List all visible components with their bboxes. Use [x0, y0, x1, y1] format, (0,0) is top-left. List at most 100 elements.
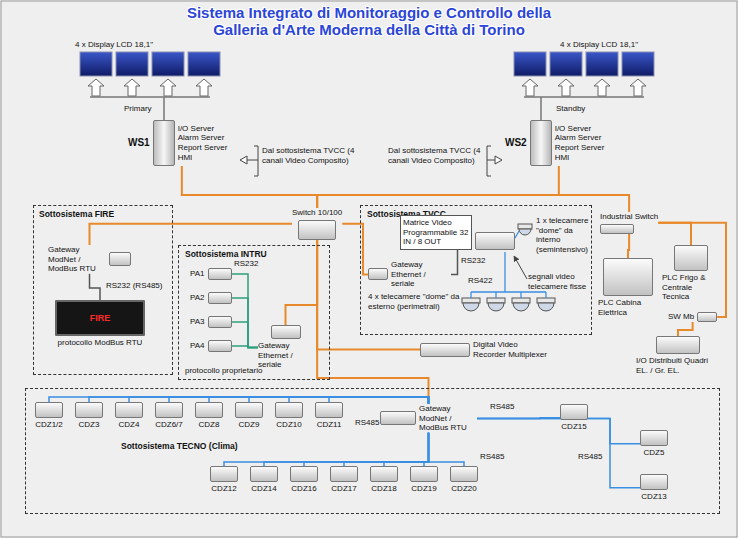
video-matrix: Matrice Video Programmabile 32 IN / 8 OU…	[400, 215, 515, 250]
network-switch: Industrial Switch	[600, 212, 658, 234]
node-label: CDZ14	[251, 484, 276, 494]
video-signal-arrow	[514, 256, 527, 279]
serial-link	[90, 274, 101, 300]
node-label: Sottosistema TECNO (Clima)	[121, 441, 238, 451]
lcd-display	[116, 52, 148, 76]
node-label: CDZ6/7	[155, 420, 183, 430]
node-label: CDZ17	[331, 484, 356, 494]
air-unit: CDZ20	[450, 466, 478, 494]
annotation-label: RS232	[234, 259, 258, 269]
io-device: I/O Distribuiti Quadri EL. / Gr. EL.	[636, 336, 720, 375]
serial-link	[232, 274, 258, 347]
device-icon	[420, 343, 470, 357]
node-label: CDZ9	[239, 420, 260, 430]
connector-label: RS232	[460, 256, 486, 266]
ethernet-link	[317, 195, 629, 212]
node-label: Industrial Switch	[600, 212, 658, 222]
device-icon	[656, 336, 700, 354]
ethernet-link	[342, 224, 368, 275]
workstation: WS2I/O Server Alarm Server Report Server…	[505, 120, 613, 166]
video-arrow	[558, 79, 574, 96]
node-label: Gateway ModNet / ModBus RTU	[48, 245, 106, 274]
serial-link	[477, 418, 640, 487]
ethernet-link	[182, 166, 317, 208]
alarm-device: PA2	[190, 292, 232, 304]
device-icon	[560, 404, 588, 420]
node-note: I/O Server Alarm Server Report Server HM…	[555, 124, 613, 162]
node-label: PA1	[190, 269, 205, 279]
node-label: CDZ4	[119, 420, 140, 430]
dome-camera	[513, 303, 529, 311]
annotation-label: protocollo proprietario	[185, 366, 262, 376]
annotation-label: RS485	[355, 418, 379, 428]
device-icon	[530, 120, 552, 166]
node-label: PA2	[190, 293, 205, 303]
device-icon	[208, 268, 232, 280]
alarm-device: PA1	[190, 268, 232, 280]
node-label: CDZ13	[641, 492, 666, 502]
device-icon	[208, 316, 232, 328]
annotation-label: RS485	[578, 452, 602, 462]
lcd-display	[550, 52, 582, 76]
dome-camera	[519, 229, 531, 235]
video-arrow	[522, 79, 538, 96]
gateway-device: Gateway ModNet / ModBus RTU	[380, 404, 477, 433]
serial-link	[289, 397, 429, 404]
device-icon	[290, 466, 318, 482]
annotation-label: 1 x telecamere "dome" da interno (semint…	[536, 216, 590, 254]
lcd-display	[586, 52, 618, 76]
fire-panel: FIREprotocollo ModBus RTU	[55, 300, 145, 348]
device-icon	[315, 402, 343, 418]
air-unit: CDZ5	[640, 430, 668, 458]
gateway-device: Gateway ModNet / ModBus RTU	[48, 245, 131, 274]
serial-link	[264, 433, 429, 466]
node-label: CDZ18	[371, 484, 396, 494]
node-label: I/O Distribuiti Quadri EL. / Gr. EL.	[636, 356, 720, 375]
annotation-label: RS485	[480, 452, 504, 462]
ethernet-link	[658, 223, 726, 317]
device-icon	[368, 268, 388, 280]
diagram-title: Sistema Integrato di Monitoraggio e Cont…	[184, 4, 554, 39]
device-icon	[195, 402, 223, 418]
node-label: PLC Cabina Elettrica	[598, 298, 658, 317]
video-arrow	[124, 79, 140, 96]
device-icon	[640, 474, 668, 490]
video-bracket	[247, 146, 258, 176]
plc-device: PLC Cabina Elettrica	[598, 258, 658, 317]
gateway-device: Gateway Ethernet / seriale	[368, 260, 451, 289]
node-label: PA3	[190, 317, 205, 327]
node-label: CDZ5	[644, 448, 665, 458]
air-unit: CDZ17	[330, 466, 358, 494]
device-icon	[450, 466, 478, 482]
device-icon	[109, 252, 131, 266]
device-icon	[275, 402, 303, 418]
device-icon	[330, 466, 358, 482]
workstation: WS1I/O Server Alarm Server Report Server…	[128, 120, 236, 166]
node-label: PA4	[190, 341, 205, 351]
video-arrow	[88, 79, 104, 96]
device-icon	[697, 312, 717, 322]
serial-link	[232, 322, 258, 347]
video-recorder: Digital Video Recorder Multiplexer	[420, 340, 551, 359]
air-unit: CDZ8	[195, 402, 223, 430]
device-icon	[603, 258, 653, 296]
serial-link	[304, 433, 429, 466]
device-icon: FIRE	[55, 300, 145, 336]
lcd-display	[622, 52, 654, 76]
air-unit: CDZ3	[75, 402, 103, 430]
air-unit: CDZ18	[370, 466, 398, 494]
node-label: Gateway Ethernet / seriale	[391, 260, 451, 289]
annotation-label: RS485	[490, 402, 514, 412]
video-arrow	[88, 79, 646, 96]
lcd-display	[514, 52, 546, 76]
device-icon	[410, 466, 438, 482]
node-label: SW Mb	[668, 312, 694, 322]
plc-device: PLC Frigo & Centrale Tecnica	[662, 245, 720, 302]
dome-camera	[463, 303, 479, 311]
air-unit: CDZ6/7	[155, 402, 183, 430]
device-icon	[475, 232, 515, 250]
air-unit: CDZ19	[410, 466, 438, 494]
node-label: Sottosistema FIRE	[39, 209, 114, 219]
air-unit: CDZ12	[210, 466, 238, 494]
